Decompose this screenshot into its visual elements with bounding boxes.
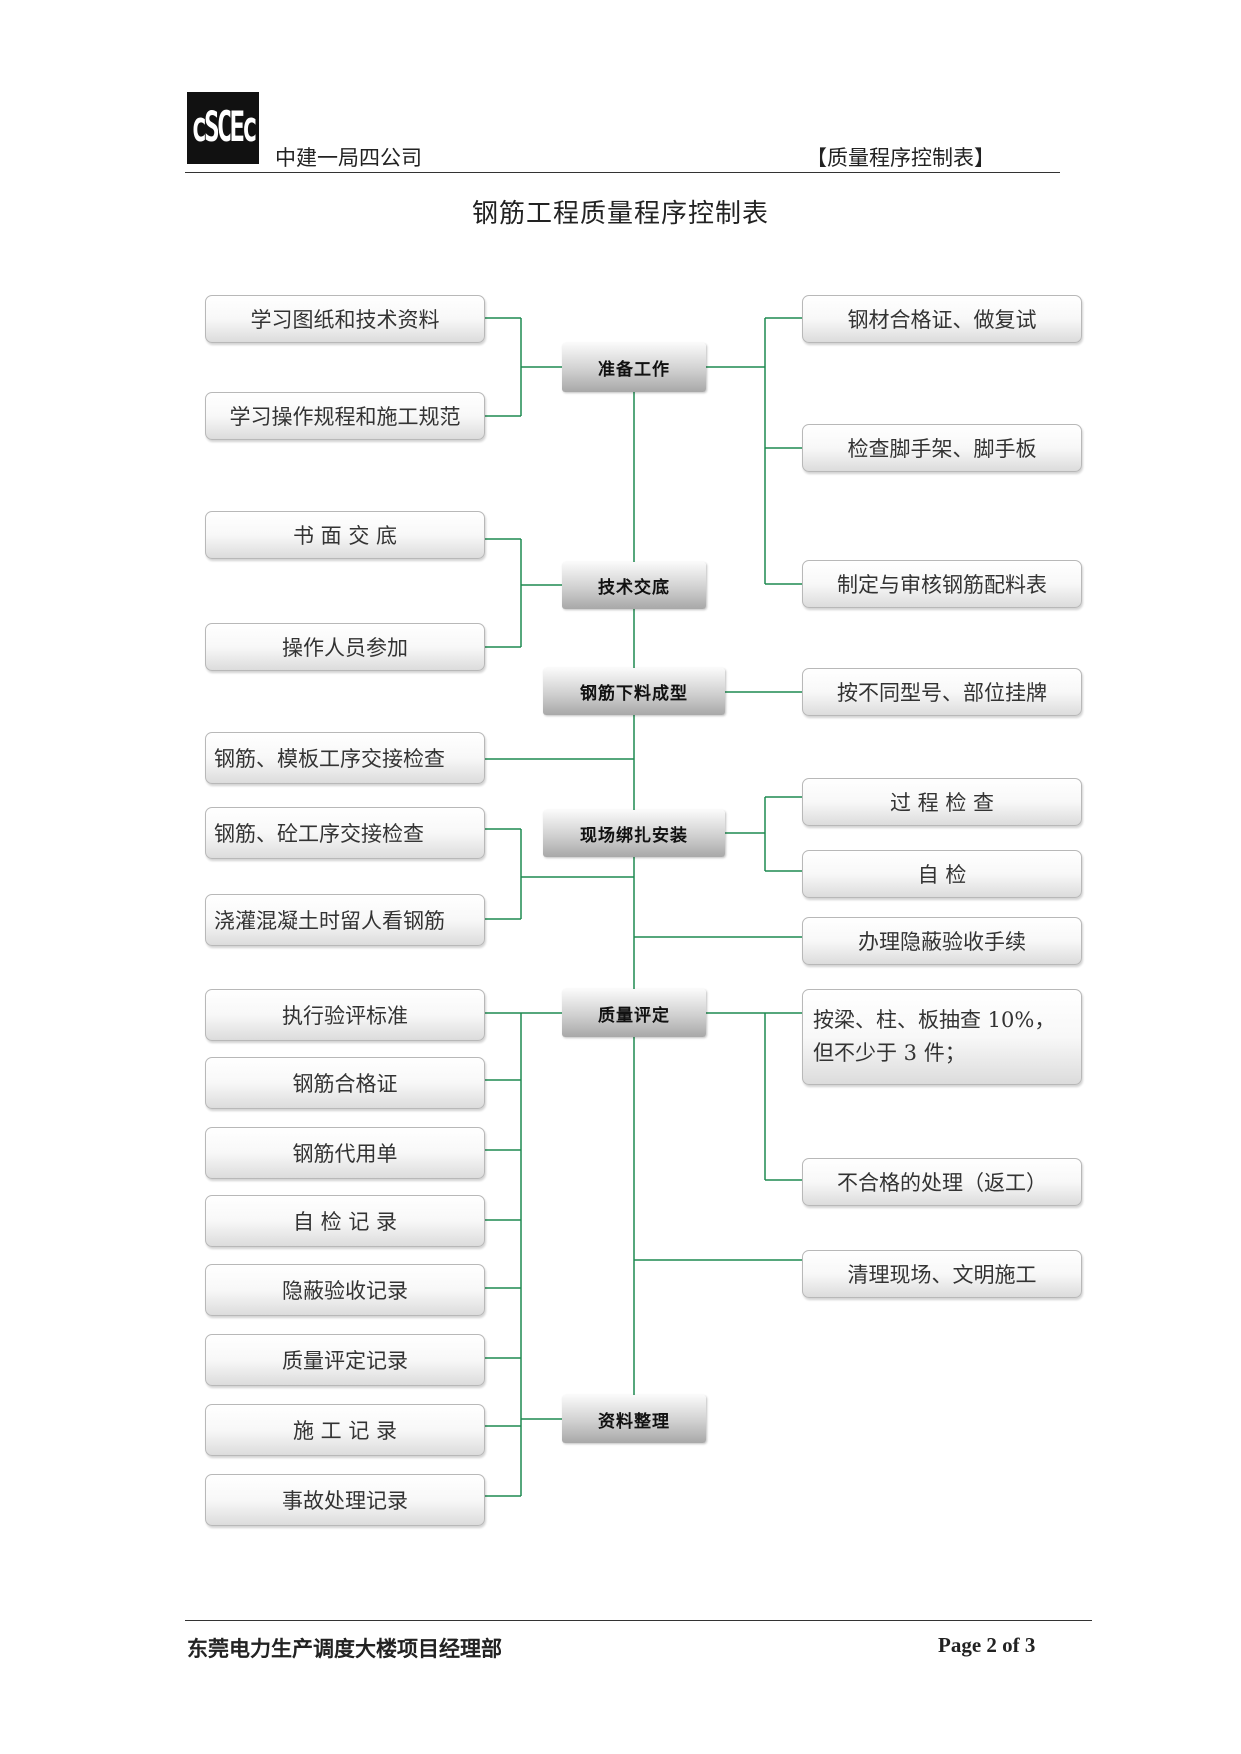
box-steel-cert: 钢材合格证、做复试 [802, 295, 1082, 343]
box-quality-record: 质量评定记录 [205, 1334, 485, 1386]
box-study-drawings: 学习图纸和技术资料 [205, 295, 485, 343]
box-batch-table: 制定与审核钢筋配料表 [802, 560, 1082, 608]
company-name: 中建一局四公司 [275, 146, 422, 170]
node-docs: 资料整理 [562, 1395, 706, 1443]
box-rebar-cert: 钢筋合格证 [205, 1057, 485, 1109]
company-logo: cSCEc [187, 92, 259, 164]
box-process-check: 过 程 检 查 [802, 778, 1082, 826]
box-nonconform: 不合格的处理（返工） [802, 1158, 1082, 1206]
box-exec-standard: 执行验评标准 [205, 989, 485, 1041]
box-construction-record: 施 工 记 录 [205, 1404, 485, 1456]
header-rule [185, 172, 1060, 173]
box-sampling: 按梁、柱、板抽查 10%，但不少于 3 件； [802, 989, 1082, 1085]
box-scaffold: 检查脚手架、脚手板 [802, 424, 1082, 472]
box-pour-watch: 浇灌混凝土时留人看钢筋 [205, 894, 485, 946]
page-number: Page 2 of 3 [938, 1633, 1036, 1657]
box-study-rules: 学习操作规程和施工规范 [205, 392, 485, 440]
node-cut: 钢筋下料成型 [543, 668, 725, 715]
box-cleanup: 清理现场、文明施工 [802, 1250, 1082, 1298]
box-tagging: 按不同型号、部位挂牌 [802, 668, 1082, 716]
box-accident-record: 事故处理记录 [205, 1474, 485, 1526]
node-install: 现场绑扎安装 [543, 810, 725, 857]
box-self-check: 自 检 [802, 850, 1082, 898]
node-tech: 技术交底 [562, 562, 706, 609]
document-type: 【质量程序控制表】 [806, 146, 995, 170]
logo-text: cSCEc [191, 104, 257, 152]
node-quality: 质量评定 [562, 989, 706, 1037]
box-rebar-formwork: 钢筋、模板工序交接检查 [205, 732, 485, 784]
box-self-record: 自 检 记 录 [205, 1195, 485, 1247]
box-written-brief: 书 面 交 底 [205, 511, 485, 559]
box-hidden-record: 隐蔽验收记录 [205, 1264, 485, 1316]
node-prep: 准备工作 [562, 343, 706, 392]
page-title: 钢筋工程质量程序控制表 [471, 199, 769, 229]
project-name: 东莞电力生产调度大楼项目经理部 [187, 1637, 502, 1661]
box-hidden-accept: 办理隐蔽验收手续 [802, 917, 1082, 965]
box-rebar-sub: 钢筋代用单 [205, 1127, 485, 1179]
box-staff-join: 操作人员参加 [205, 623, 485, 671]
footer-rule [185, 1620, 1092, 1621]
box-rebar-concrete: 钢筋、砼工序交接检查 [205, 807, 485, 859]
